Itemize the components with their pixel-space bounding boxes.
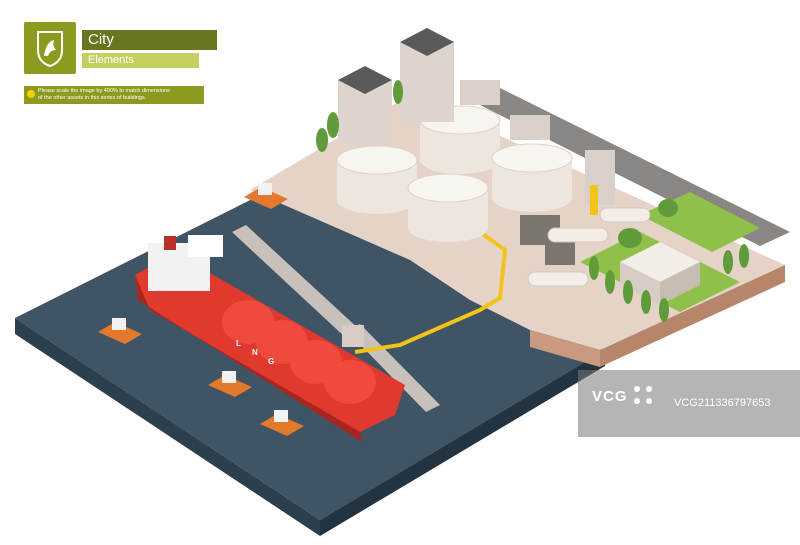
storage-tank	[336, 145, 418, 214]
header: City Elements Please scale the image by …	[24, 22, 217, 104]
tugboat	[260, 410, 304, 436]
horizontal-tanks	[527, 207, 651, 287]
watermark: VCG VCG21133679765​3	[578, 370, 800, 437]
scale-note-line: of the other assets in this series of bu…	[38, 95, 147, 101]
storage-tanks	[336, 105, 573, 242]
tugboat	[208, 371, 252, 397]
silos	[338, 28, 454, 142]
hull-letter: G	[268, 357, 274, 366]
scale-note-line: Please scale the image by 400% to match …	[38, 88, 170, 94]
logo	[24, 22, 76, 74]
storage-tank	[407, 173, 489, 242]
watermark-dots-icon	[634, 386, 652, 404]
shield-icon	[37, 31, 63, 68]
series-subtitle: Elements	[82, 53, 199, 68]
tugboat	[98, 318, 142, 344]
scale-note: Please scale the image by 400% to match …	[24, 86, 204, 104]
hull-letter: N	[252, 348, 258, 357]
tugboats	[98, 183, 304, 436]
tugboat	[244, 183, 288, 209]
jetty	[232, 225, 440, 412]
lng-carrier-ship: L N G	[135, 235, 405, 442]
trees	[316, 80, 749, 322]
storage-tank	[491, 143, 573, 212]
watermark-logo: VCG	[592, 388, 628, 405]
office-building	[620, 242, 700, 305]
hull-letter: L	[236, 339, 241, 348]
info-icon	[27, 90, 35, 98]
series-title: City	[82, 30, 217, 50]
watermark-id: VCG21133679765​3	[674, 397, 771, 409]
